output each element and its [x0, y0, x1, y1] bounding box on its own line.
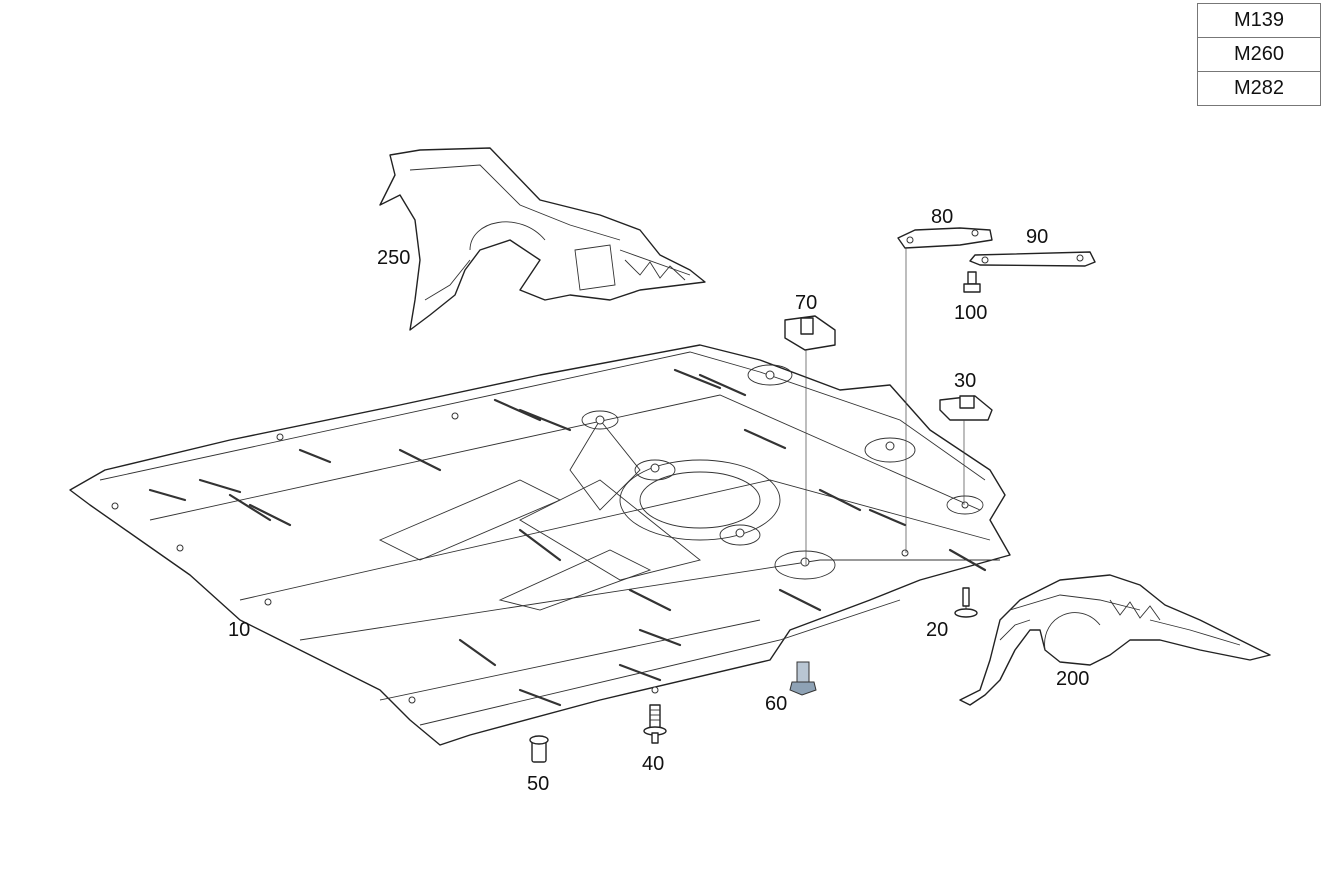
callout-90: 90	[1026, 226, 1049, 248]
part-200-wheel-arch-liner[interactable]	[959, 574, 1271, 706]
part-40-stud[interactable]	[643, 704, 667, 744]
callout-200: 200	[1056, 668, 1090, 690]
callout-250: 250	[377, 247, 411, 269]
callout-60: 60	[765, 693, 788, 715]
variant-cell: M139	[1197, 3, 1321, 38]
part-30-clip-nut[interactable]	[939, 395, 993, 421]
panel-holes	[111, 370, 969, 704]
variant-cell: M260	[1197, 37, 1321, 72]
callout-80: 80	[931, 206, 954, 228]
part-10-underbody-panel[interactable]	[69, 344, 1011, 746]
part-20-screw[interactable]	[954, 587, 978, 618]
part-80-bracket[interactable]	[897, 227, 993, 249]
part-60-bolt[interactable]	[789, 661, 817, 696]
part-250-wheel-arch-shield[interactable]	[379, 147, 706, 331]
part-90-strap[interactable]	[969, 251, 1096, 267]
callout-20: 20	[926, 619, 949, 641]
callout-50: 50	[527, 773, 550, 795]
variant-cell: M282	[1197, 71, 1321, 106]
callout-70: 70	[795, 292, 818, 314]
callout-10: 10	[228, 619, 251, 641]
callout-30: 30	[954, 370, 977, 392]
part-100-bolt[interactable]	[963, 271, 981, 293]
panel-slots	[148, 368, 987, 707]
callout-100: 100	[954, 302, 988, 324]
engine-variant-table: M139 M260 M282	[1197, 3, 1321, 106]
assembly-guide-lines	[805, 248, 965, 565]
callout-40: 40	[642, 753, 665, 775]
part-70-clip-nut[interactable]	[784, 315, 836, 351]
part-50-plug[interactable]	[529, 735, 549, 763]
